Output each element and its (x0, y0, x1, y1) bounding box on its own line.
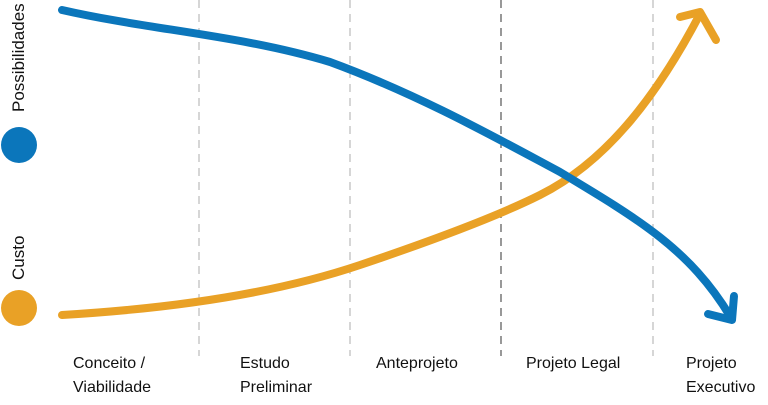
possibilities-curve (58, 6, 734, 320)
phase-label-line: Projeto Legal (526, 355, 621, 372)
possibilities-arrowhead (704, 292, 738, 324)
phase-label-line: Conceito / (73, 355, 146, 372)
phase-label-line: Preliminar (240, 379, 313, 396)
cost-curve (58, 10, 704, 319)
legend-possibilities-label: Possibilidades (9, 3, 28, 112)
phase-label-line: Estudo (240, 355, 290, 372)
legend-possibilities-dot (1, 127, 37, 163)
phase-label-line: Projeto (686, 355, 737, 372)
phase-label-line: Anteprojeto (376, 355, 458, 372)
legend-cost-dot (1, 290, 37, 326)
phase-label: Anteprojeto (376, 352, 458, 376)
phase-label: Conceito / Viabilidade (73, 352, 151, 400)
legend-cost-label: Custo (9, 235, 28, 280)
phase-label-line: Viabilidade (73, 379, 151, 396)
cost-arrowhead (676, 8, 720, 44)
phase-label: Estudo Preliminar (240, 352, 312, 400)
phase-label-line: Executivo (686, 379, 756, 396)
phase-label: Projeto Legal (526, 352, 620, 376)
phase-label: Projeto Executivo (686, 352, 755, 400)
